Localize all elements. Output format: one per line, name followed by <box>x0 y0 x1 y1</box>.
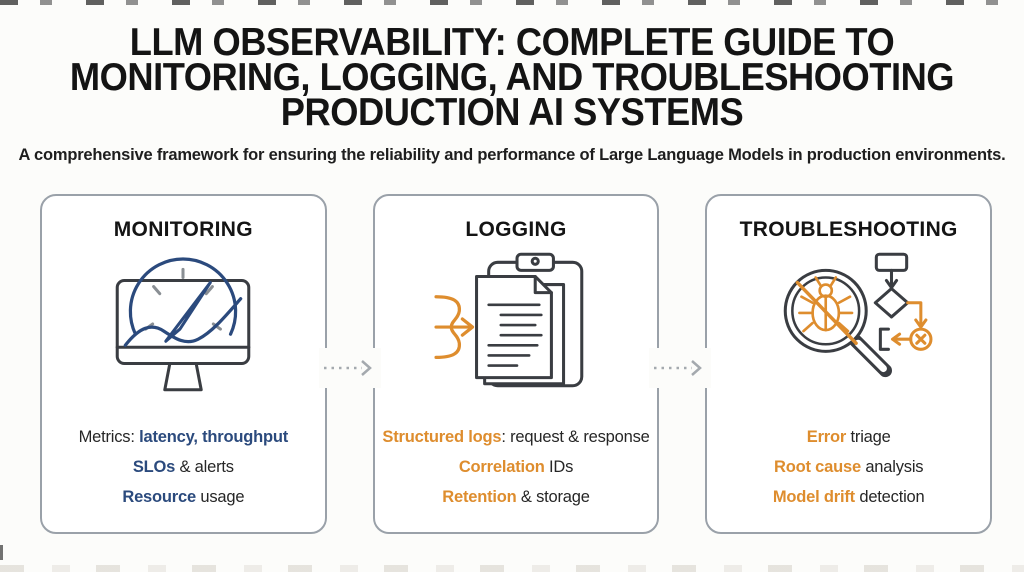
card-monitoring-icon-wrap <box>42 246 325 398</box>
card-logging: LOGGING <box>372 194 660 534</box>
cropped-artifact-left <box>0 545 3 560</box>
bullet-line: Error triage <box>713 428 984 447</box>
dotted-arrow-icon <box>324 360 372 376</box>
bullet-highlight: Resource <box>122 488 196 506</box>
bullet-highlight: Root cause <box>774 458 861 476</box>
bullet-line: Correlation IDs <box>381 458 652 477</box>
bullet-line: Structured logs: request & response <box>381 428 652 447</box>
page-subtitle: A comprehensive framework for ensuring t… <box>18 146 1006 164</box>
dotted-arrow-monitoring-to-logging <box>319 348 381 388</box>
bullet-highlight: Model drift <box>772 488 855 506</box>
card-troubleshooting-title: TROUBLESHOOTING <box>739 218 958 241</box>
bullet-line: Metrics: latency, throughput <box>48 428 319 447</box>
page-title-line-1: LLM OBSERVABILITY: COMPLETE GUIDE TO <box>129 21 895 64</box>
header: LLM OBSERVABILITY: COMPLETE GUIDE TO MON… <box>0 21 1024 165</box>
cards-row: MONITORING <box>40 194 993 534</box>
bullet-text: analysis <box>860 458 924 476</box>
bullet-text: : request & response <box>501 428 650 446</box>
cropped-text-artifact-bottom <box>0 565 1024 572</box>
bullet-highlight: Error <box>806 428 847 446</box>
card-monitoring: MONITORING <box>40 194 327 534</box>
bullet-highlight: Correlation <box>458 458 545 476</box>
bullet-text: IDs <box>544 458 574 476</box>
card-troubleshooting: TROUBLESHOOTING <box>705 194 993 534</box>
magnifier-bug-icon <box>783 252 933 378</box>
page-title-line-2: MONITORING, LOGGING, AND TROUBLESHOOTING <box>69 56 955 99</box>
card-logging-title: LOGGING <box>465 218 567 241</box>
bullet-line: Root cause analysis <box>713 458 984 477</box>
clipboard-logs-icon <box>434 252 584 388</box>
bullet-text: usage <box>195 488 245 506</box>
card-troubleshooting-icon-wrap <box>707 246 990 398</box>
card-logging-icon-wrap <box>375 246 658 398</box>
bullet-highlight: SLOs <box>132 458 176 476</box>
bullet-highlight: latency, throughput <box>139 428 289 446</box>
bullet-text: detection <box>854 488 925 506</box>
bullet-line: Resource usage <box>48 488 319 507</box>
bullet-text: & alerts <box>175 458 234 476</box>
monitor-gauge-icon <box>116 257 251 392</box>
bullet-line: SLOs & alerts <box>48 458 319 477</box>
bullet-text: Metrics: <box>78 428 140 446</box>
page-title-line-3: PRODUCTION AI SYSTEMS <box>280 91 744 134</box>
bullet-highlight: Retention <box>442 488 517 506</box>
bullet-highlight: Structured logs <box>382 428 502 446</box>
cropped-text-artifact-top <box>0 0 1024 5</box>
dotted-arrow-icon <box>654 360 702 376</box>
bullet-text: triage <box>846 428 891 446</box>
page-title: LLM OBSERVABILITY: COMPLETE GUIDE TO MON… <box>36 21 988 134</box>
bullet-line: Model drift detection <box>713 488 984 507</box>
card-monitoring-title: MONITORING <box>113 218 253 241</box>
dotted-arrow-logging-to-troubleshooting <box>649 348 711 388</box>
bullet-line: Retention & storage <box>381 488 652 507</box>
bullet-text: & storage <box>516 488 590 506</box>
